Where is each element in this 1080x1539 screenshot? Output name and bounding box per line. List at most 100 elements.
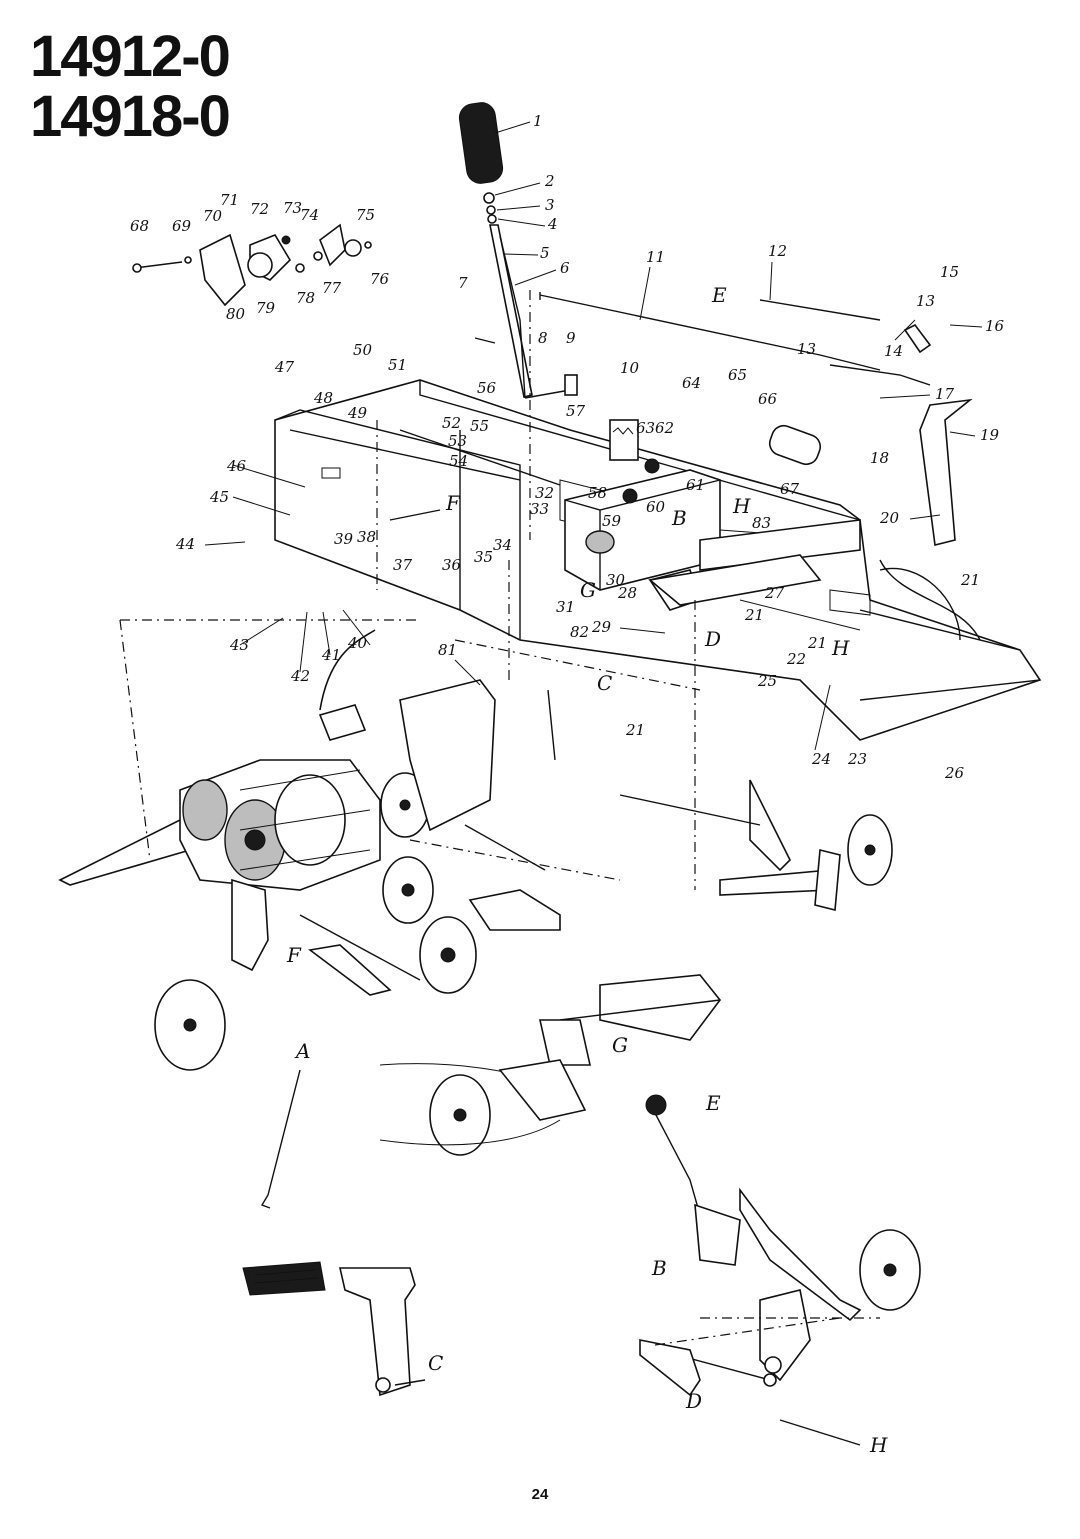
callout-35: 35 <box>474 548 493 566</box>
callout-28: 28 <box>617 584 637 602</box>
callout-59: 59 <box>602 512 622 530</box>
callout-15: 15 <box>940 263 959 281</box>
callout-49: 49 <box>347 404 368 422</box>
callout-4: 4 <box>547 215 558 233</box>
callout-81: 81 <box>438 641 457 659</box>
callout-69: 69 <box>172 217 192 235</box>
callout-78: 78 <box>296 289 315 307</box>
brake-assembly-detail <box>132 223 372 307</box>
callout-61: 61 <box>686 476 705 494</box>
callout-39: 39 <box>334 530 354 548</box>
callout-42: 42 <box>290 667 310 685</box>
ref-letter-h-upper: H <box>831 636 850 660</box>
callout-76: 76 <box>370 270 390 288</box>
callout-83: 83 <box>752 514 771 532</box>
callout-13b: 13 <box>797 340 816 358</box>
callout-6: 6 <box>560 259 570 277</box>
callout-25: 25 <box>757 672 777 690</box>
callout-16: 16 <box>985 317 1005 335</box>
callout-54: 54 <box>449 452 468 470</box>
ref-letter-c-upper: C <box>597 671 612 695</box>
shift-lever <box>458 102 578 399</box>
callout-12: 12 <box>768 242 787 260</box>
callout-21c: 21 <box>625 721 645 739</box>
callout-21a: 21 <box>960 571 980 589</box>
callout-26: 26 <box>944 764 965 782</box>
callout-74: 74 <box>300 206 319 224</box>
ref-letter-b-upper: B <box>671 506 687 530</box>
callout-55: 55 <box>470 417 489 435</box>
callout-17: 17 <box>935 385 955 403</box>
callout-34: 34 <box>493 536 512 554</box>
callout-43: 43 <box>229 636 249 654</box>
ref-letter-a: A <box>294 1039 310 1063</box>
ref-letter-h-lower: H <box>869 1433 888 1457</box>
callout-67: 67 <box>780 480 800 498</box>
callout-56: 56 <box>477 379 497 397</box>
ref-letter-e-lower: E <box>705 1091 721 1115</box>
callout-66: 66 <box>758 390 778 408</box>
ref-letter-f-lower: F <box>286 943 302 967</box>
callout-23: 23 <box>847 750 867 768</box>
leader-lines <box>204 121 983 751</box>
callout-32: 32 <box>535 484 554 502</box>
linework <box>58 102 1042 1446</box>
callout-72: 72 <box>250 200 269 218</box>
lower-right-linkage <box>639 1094 862 1397</box>
callout-27: 27 <box>764 584 785 602</box>
callout-51: 51 <box>388 356 407 374</box>
callout-79: 79 <box>256 299 276 317</box>
callout-9: 9 <box>566 329 576 347</box>
ref-letter-c-lower: C <box>428 1351 443 1375</box>
callout-1: 1 <box>533 112 543 130</box>
ref-letter-f-upper: F <box>445 491 461 515</box>
callout-2: 2 <box>544 172 555 190</box>
page-number: 24 <box>531 1486 549 1503</box>
ref-letter-g-upper: G <box>580 578 596 602</box>
callout-53: 53 <box>448 432 467 450</box>
callout-22: 22 <box>786 650 806 668</box>
ref-letter-g-lower: G <box>612 1033 628 1057</box>
callout-24: 24 <box>811 750 831 768</box>
callout-37: 37 <box>393 556 413 574</box>
model-number-2: 14918-0 <box>30 84 231 149</box>
callout-63: 63 <box>636 419 655 437</box>
callout-29: 29 <box>591 618 612 636</box>
callout-47: 47 <box>274 358 295 376</box>
center-bracket-assembly <box>564 419 861 611</box>
callout-numbers: 1 2 3 4 5 6 7 8 9 10 11 12 13 13 14 15 1… <box>130 112 1005 782</box>
callout-7: 7 <box>458 274 468 292</box>
ref-letter-b-lower: B <box>651 1256 667 1280</box>
callout-18: 18 <box>870 449 889 467</box>
callout-31: 31 <box>556 598 575 616</box>
callout-3: 3 <box>545 196 555 214</box>
callout-33: 33 <box>530 500 549 518</box>
callout-60: 60 <box>646 498 666 516</box>
pulleys <box>154 772 921 1311</box>
ref-letter-d-upper: D <box>704 627 721 651</box>
rods <box>289 292 973 546</box>
callout-41: 41 <box>321 646 341 664</box>
callout-19: 19 <box>980 426 1000 444</box>
rod-a <box>260 1069 301 1209</box>
callout-82: 82 <box>570 623 589 641</box>
callout-45: 45 <box>209 488 229 506</box>
ref-letter-h-mid: H <box>732 494 751 518</box>
callout-70: 70 <box>203 207 223 225</box>
reference-letters: E F G B D C H H F A G E B C D H <box>286 283 888 1457</box>
callout-14: 14 <box>884 342 903 360</box>
callout-38: 38 <box>357 528 376 546</box>
callout-44: 44 <box>175 535 195 553</box>
callout-80: 80 <box>226 305 246 323</box>
callout-10: 10 <box>620 359 640 377</box>
callout-20: 20 <box>879 509 900 527</box>
callout-50: 50 <box>353 341 373 359</box>
callout-77: 77 <box>322 279 342 297</box>
callout-21b: 21 <box>807 634 827 652</box>
callout-64: 64 <box>682 374 701 392</box>
ref-letter-e-upper: E <box>711 283 727 307</box>
reference-lines <box>119 290 880 1346</box>
callout-5: 5 <box>540 244 550 262</box>
callout-73: 73 <box>283 199 302 217</box>
